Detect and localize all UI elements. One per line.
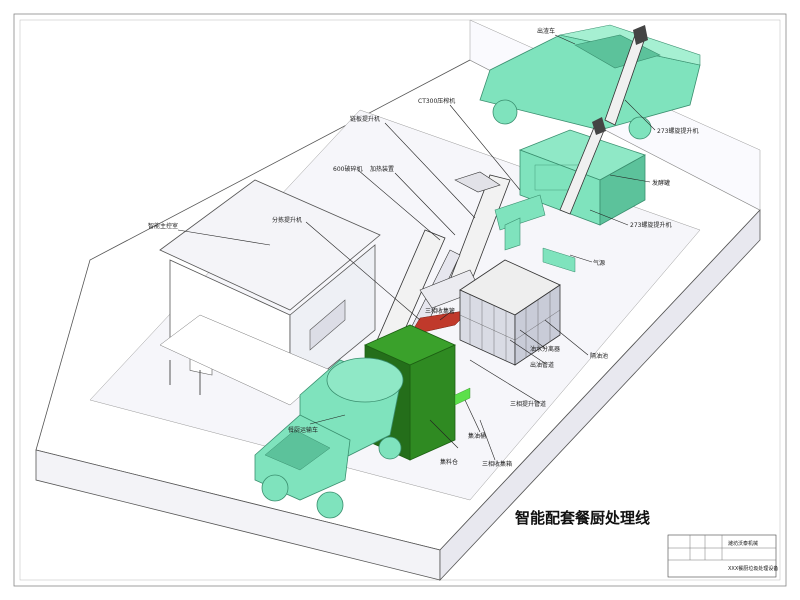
leader-lines — [177, 34, 656, 461]
label-chain-lift: 链板提升机 — [350, 115, 380, 123]
component-labels: 出渣车 CT300压榨机 273螺旋提升机 发酵罐 273螺旋提升机 链板提升机… — [148, 27, 698, 468]
drawing-inner-border — [19, 19, 781, 581]
label-belt-lift: 分拣提升机 — [272, 216, 302, 224]
label-oil-collect: 集油桶 — [468, 432, 486, 440]
oil-collect-marker — [454, 387, 471, 406]
label-control-room: 智能主控室 — [148, 222, 178, 230]
label-gas: 气源 — [593, 259, 605, 267]
residue-truck — [479, 24, 701, 140]
label-crusher: 600破碎机 — [333, 165, 362, 173]
label-hopper: 集料仓 — [440, 458, 458, 466]
chain-lift — [449, 171, 546, 286]
label-oil-water-sep: 油水分离器 — [530, 345, 560, 353]
label-truck-top: 出渣车 — [537, 27, 555, 35]
label-sludge: 三相收集箱 — [482, 460, 512, 468]
label-oil-tank: 隔油池 — [590, 352, 608, 360]
label-oil-pipe: 出油管道 — [530, 361, 554, 369]
title-block-company: 潍坊沃泰机械 — [728, 540, 758, 547]
title-block: 潍坊沃泰机械 XXX餐厨垃圾处理设备 — [667, 534, 778, 578]
screw-conveyors — [559, 25, 648, 215]
label-press: CT300压榨机 — [418, 97, 455, 105]
label-heater: 加热装置 — [370, 165, 394, 173]
label-truck-bottom: 餐厨运输车 — [288, 426, 318, 434]
transport-truck — [254, 357, 404, 519]
label-screw-conveyor-top: 273螺旋提升机 — [657, 127, 698, 135]
label-screw-conveyor-mid: 273螺旋提升机 — [630, 221, 671, 229]
title-block-subtitle: XXX餐厨垃圾处理设备 — [728, 565, 778, 572]
label-waste-pipe: 三相提升管道 — [510, 400, 546, 408]
drawing-border — [13, 13, 787, 587]
diagram-title: 智能配套餐厨处理线 — [515, 509, 650, 527]
separation-tank — [459, 247, 576, 366]
label-waste-collector: 三相收集管 — [425, 307, 455, 315]
label-fermenter: 发酵罐 — [652, 179, 670, 187]
